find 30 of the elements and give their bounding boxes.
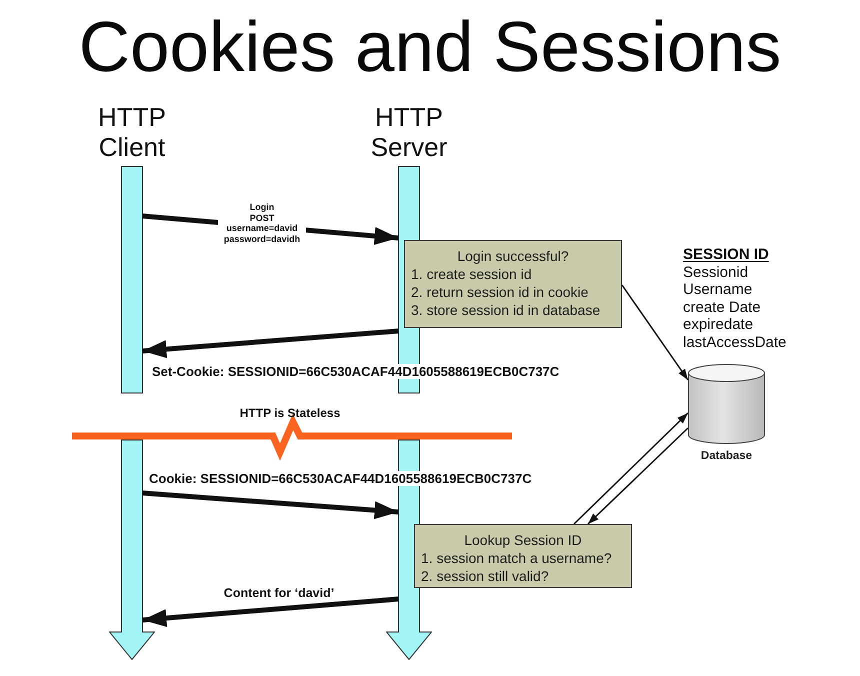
list-item: 2. return session id in cookie <box>411 283 590 301</box>
lifeline-heading: HTTP Server <box>370 102 448 162</box>
edge-label: Cookie: SESSIONID=66C530ACAF44D1605588619ECB0C737C <box>148 471 533 486</box>
edge-label: Login POST username=david password=davidh <box>218 201 306 245</box>
divider-caption: HTTP is Stateless <box>240 406 340 420</box>
field-name: Sessionid <box>683 264 748 282</box>
list-item: 3. store session id in database <box>411 301 602 319</box>
title: Cookies and Sessions <box>78 12 782 83</box>
edge-label: Set-Cookie: SESSIONID=66C530ACAF44D1605588619ECB0C737C <box>151 364 560 379</box>
field-name: create Date <box>683 298 761 316</box>
lifeline-heading: HTTP Client <box>97 102 167 162</box>
arrow <box>142 490 399 520</box>
box-title: Lookup Session ID <box>463 531 583 549</box>
list-item: 1. session match a username? <box>421 549 613 567</box>
field-name: Username <box>683 281 752 299</box>
box-title: Login successful? <box>456 247 570 265</box>
field-name: lastAccessDate <box>683 334 786 352</box>
node-label: Database <box>700 450 752 463</box>
arrow <box>573 412 689 525</box>
edge-label: Content for ‘david’ <box>224 586 334 601</box>
process-box <box>404 240 622 328</box>
list-item: 1. create session id <box>411 265 533 283</box>
arrow <box>142 596 399 627</box>
table-heading: SESSION ID <box>683 246 769 264</box>
list-item: 2. session still valid? <box>421 567 550 585</box>
arrow <box>587 427 689 525</box>
arrow <box>142 328 399 358</box>
field-name: expiredate <box>683 316 754 334</box>
process-box <box>414 524 632 588</box>
arrow <box>621 284 689 380</box>
